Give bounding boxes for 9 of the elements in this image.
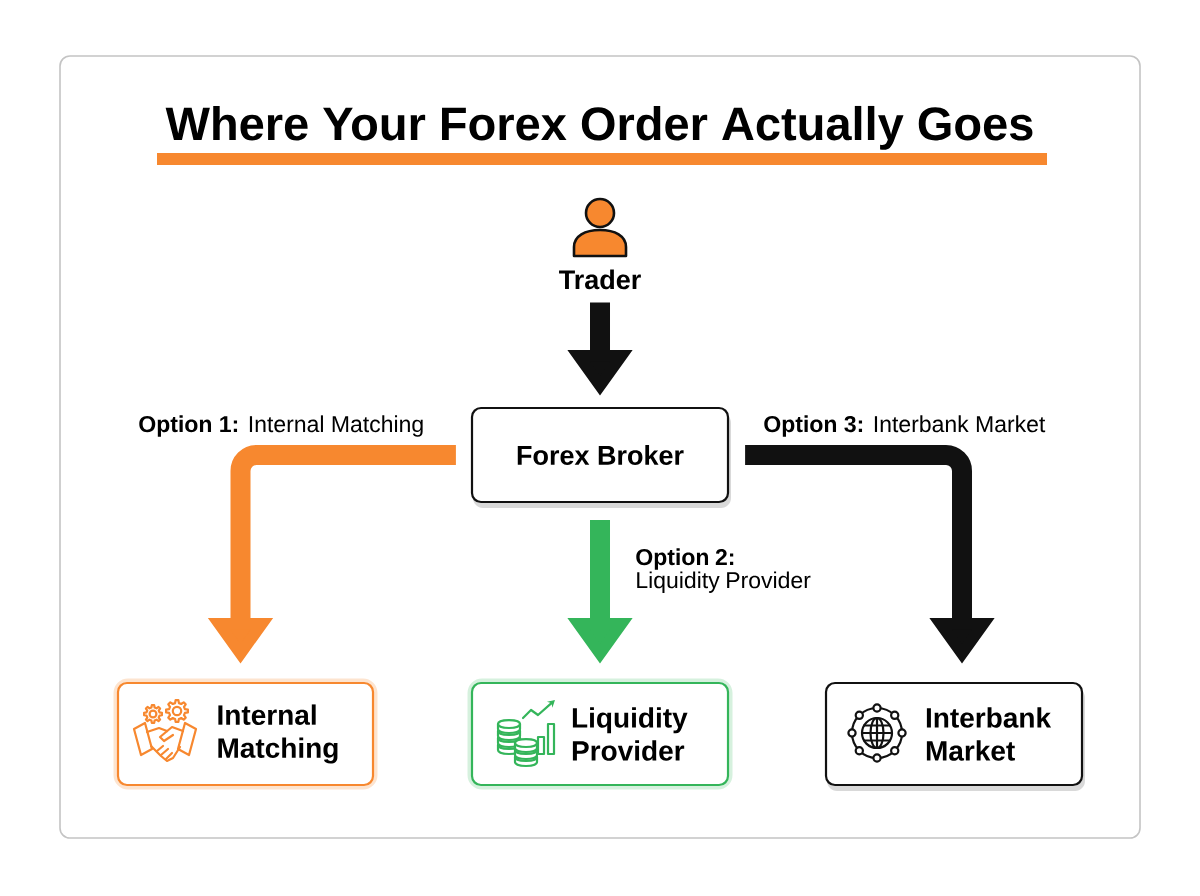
edge-label: Option 2: Liquidity Provider: [636, 548, 811, 593]
outcome-box: Interbank Market: [824, 681, 1085, 791]
outcome-box: Liquidity Provider: [467, 678, 733, 790]
edge-label: Option 3: Interbank Market: [764, 415, 1046, 437]
outcome-box: Internal Matching: [113, 678, 378, 790]
actor-label: Trader: [559, 269, 641, 290]
process-box: Forex Broker: [470, 406, 731, 508]
edge-label: Option 1: Internal Matching: [139, 415, 423, 437]
title: Where Your Forex Order Actually Goes: [165, 105, 1033, 150]
